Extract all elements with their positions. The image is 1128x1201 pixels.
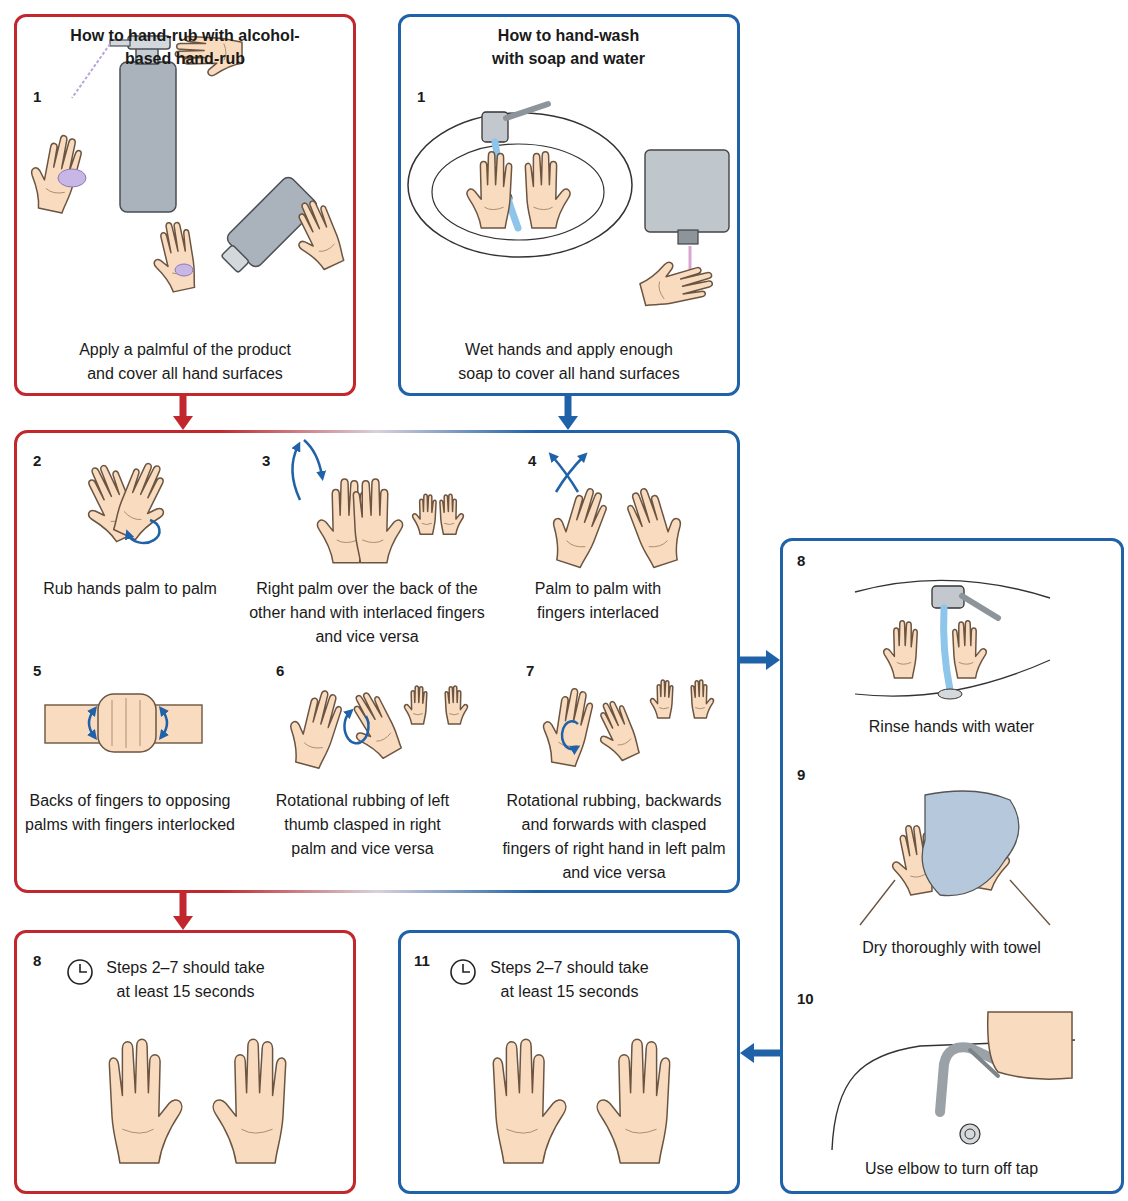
step-number: 4 bbox=[528, 452, 536, 470]
step-number: 8 bbox=[33, 952, 41, 970]
rinse-picture bbox=[855, 580, 1050, 699]
step-number: 7 bbox=[526, 662, 534, 680]
step-cell: 9Dry thoroughly with towel bbox=[785, 765, 1118, 985]
flow-arrow bbox=[740, 650, 780, 670]
step-number: 1 bbox=[417, 88, 425, 106]
step-caption: Rub hands palm to palm bbox=[20, 577, 240, 601]
finger-backs-picture bbox=[45, 694, 202, 752]
arrow-head bbox=[558, 416, 578, 430]
wash-finish-box: 8Rinse hands with water9Dry thoroughly w… bbox=[780, 538, 1124, 1194]
timing-box: 11 Steps 2–7 should take at least 15 seco… bbox=[398, 930, 740, 1194]
step-number: 1 bbox=[33, 88, 41, 106]
flow-arrow bbox=[173, 893, 193, 930]
step-number: 6 bbox=[276, 662, 284, 680]
arrow-head bbox=[740, 1043, 754, 1063]
fingertip-rub-picture bbox=[538, 680, 714, 767]
arrow-stem bbox=[740, 657, 767, 664]
step-cell: 5Backs of fingers to opposing palms with… bbox=[20, 655, 240, 887]
flow-arrow bbox=[558, 396, 578, 430]
step-caption: Rinse hands with water bbox=[785, 715, 1118, 739]
step-caption: Wet hands and apply enough soap to cover… bbox=[453, 338, 685, 386]
step-caption: Rotational rubbing of left thumb clasped… bbox=[270, 789, 455, 861]
step-cell: 3Right palm over the back of the other h… bbox=[245, 445, 490, 650]
method-box: How to hand-rub with alcohol-based hand-… bbox=[14, 14, 356, 396]
step-number: 8 bbox=[797, 552, 805, 570]
step-caption: Right palm over the back of the other ha… bbox=[247, 577, 487, 649]
flow-arrow bbox=[740, 1043, 780, 1063]
step-caption: Steps 2–7 should take at least 15 second… bbox=[482, 956, 657, 1004]
arrow-head bbox=[173, 416, 193, 430]
step-number: 2 bbox=[33, 452, 41, 470]
step-cell: 2Rub hands palm to palm bbox=[20, 445, 240, 650]
towel-picture bbox=[860, 791, 1050, 925]
step-caption: Rotational rubbing, backwards and forwar… bbox=[501, 789, 727, 885]
thumb-rub-picture bbox=[282, 685, 467, 770]
shared-steps-box: 2Rub hands palm to palm3Right palm over … bbox=[14, 430, 740, 893]
arrow-stem bbox=[565, 396, 572, 417]
step-number: 3 bbox=[262, 452, 270, 470]
back-rub-picture bbox=[292, 440, 463, 563]
timing-box: 8 Steps 2–7 should take at least 15 secon… bbox=[14, 930, 356, 1194]
step-cell: 8Rinse hands with water bbox=[785, 545, 1118, 760]
step-cell: 6Rotational rubbing of left thumb claspe… bbox=[245, 655, 490, 887]
step-caption: Use elbow to turn off tap bbox=[785, 1157, 1118, 1181]
step-caption: Apply a palmful of the product and cover… bbox=[64, 338, 306, 386]
arrow-stem bbox=[180, 893, 187, 917]
step-number: 9 bbox=[797, 766, 805, 784]
flow-arrow bbox=[173, 396, 193, 430]
arrow-stem bbox=[180, 396, 187, 417]
interlaced-picture bbox=[543, 456, 691, 570]
step-cell: 10Use elbow to turn off tap bbox=[785, 988, 1118, 1190]
rub-dispenser-picture bbox=[25, 36, 349, 295]
step-caption: Steps 2–7 should take at least 15 second… bbox=[98, 956, 273, 1004]
step-cell: 4Palm to palm with fingers interlaced bbox=[495, 445, 735, 650]
palm-rub-picture bbox=[72, 458, 181, 548]
elbow-tap-picture bbox=[832, 1012, 1075, 1150]
arrow-head bbox=[173, 916, 193, 930]
method-box: How to hand-wash with soap and water 1Wet… bbox=[398, 14, 740, 396]
step-caption: Backs of fingers to opposing palms with … bbox=[20, 789, 240, 837]
step-number: 11 bbox=[414, 952, 430, 970]
step-caption: Palm to palm with fingers interlaced bbox=[523, 577, 673, 625]
box-heading: How to hand-rub with alcohol-based hand-… bbox=[64, 24, 306, 70]
step-caption: Dry thoroughly with towel bbox=[785, 936, 1118, 960]
step-number: 10 bbox=[797, 990, 814, 1008]
arrow-head bbox=[766, 650, 780, 670]
step-cell: 7Rotational rubbing, backwards and forwa… bbox=[495, 655, 735, 887]
wash-sink-picture bbox=[408, 104, 729, 311]
box-heading: How to hand-wash with soap and water bbox=[486, 24, 651, 70]
arrow-stem bbox=[753, 1050, 780, 1057]
step-number: 5 bbox=[33, 662, 41, 680]
